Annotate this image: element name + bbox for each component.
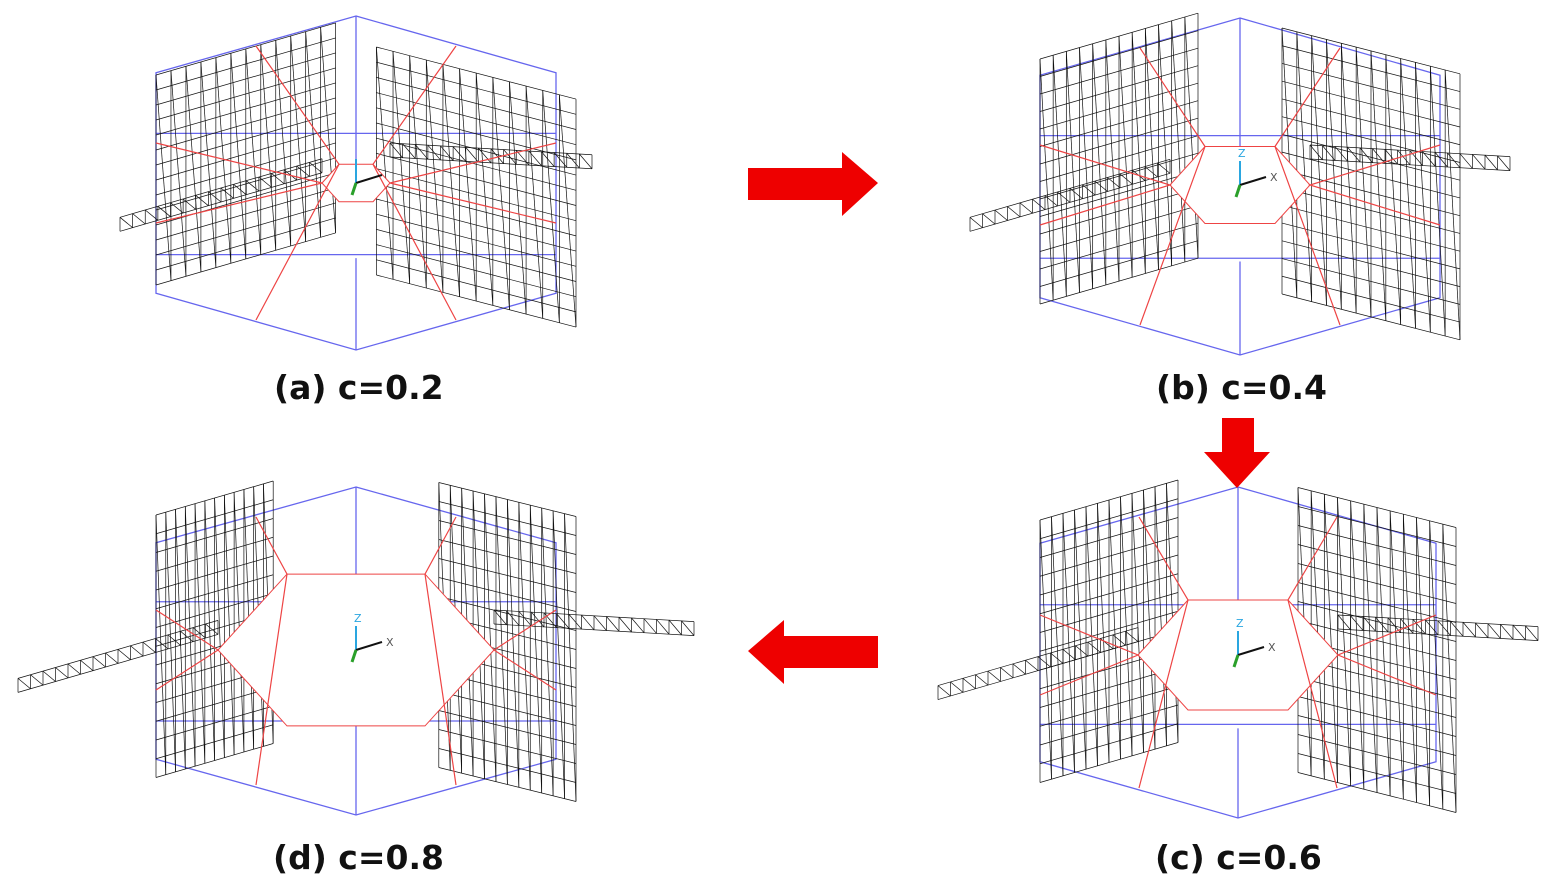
arrow-right-a-to-b bbox=[748, 152, 878, 216]
panel-b-model: ZX bbox=[969, 12, 1511, 356]
axis-triad-icon: ZX bbox=[350, 612, 394, 663]
panel-d-caption: (d) c=0.8 bbox=[273, 838, 444, 877]
panel-d-model: ZX bbox=[17, 480, 695, 816]
axis-triad-icon: ZX bbox=[1232, 617, 1276, 668]
x-axis-label: X bbox=[386, 636, 394, 649]
struts bbox=[155, 516, 557, 786]
panel-a-model bbox=[119, 15, 593, 351]
z-axis-label: Z bbox=[1236, 617, 1244, 630]
axis-triad-icon bbox=[350, 159, 383, 196]
struts bbox=[155, 45, 557, 321]
z-axis-label: Z bbox=[354, 612, 362, 625]
x-axis-label: X bbox=[1268, 641, 1276, 654]
panel-b-caption: (b) c=0.4 bbox=[1156, 368, 1327, 407]
mesh-grid bbox=[119, 22, 593, 328]
panel-c-model: ZX bbox=[937, 479, 1539, 819]
arrow-left-c-to-d bbox=[748, 620, 878, 684]
struts bbox=[1039, 47, 1441, 326]
arrow-down-b-to-c bbox=[1204, 418, 1270, 488]
panel-a-caption: (a) c=0.2 bbox=[274, 368, 444, 407]
axis-triad-icon: ZX bbox=[1234, 147, 1278, 198]
x-axis-label: X bbox=[1270, 171, 1278, 184]
panel-c-caption: (c) c=0.6 bbox=[1155, 838, 1322, 877]
mesh-grid bbox=[17, 480, 695, 802]
z-axis-label: Z bbox=[1238, 147, 1246, 160]
struts bbox=[1039, 516, 1437, 789]
